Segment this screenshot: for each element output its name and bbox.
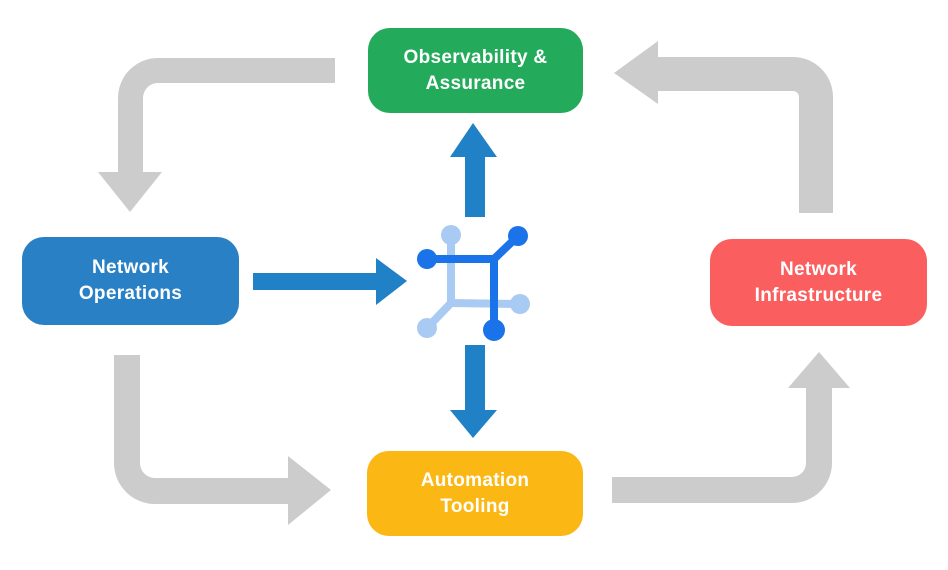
curved-arrow-bottom-right-icon <box>612 352 850 503</box>
flow-arrow-right-icon <box>253 258 407 305</box>
flow-arrow-down-icon <box>450 345 497 438</box>
flow-arrow-up-icon <box>450 123 497 217</box>
observability-assurance-box: Observability & Assurance <box>368 28 583 113</box>
network-infrastructure-box: Network Infrastructure <box>710 239 927 326</box>
curved-arrow-top-right-icon <box>614 41 833 213</box>
automation-tooling-label-line1: Automation <box>420 469 530 491</box>
network-infrastructure-label-line2: Infrastructure <box>754 284 883 306</box>
observability-assurance-label-line1: Observability & <box>403 46 548 68</box>
network-infrastructure-label-line1: Network <box>779 258 858 280</box>
network-operations-box: Network Operations <box>22 237 239 325</box>
network-mesh-icon <box>417 225 530 341</box>
automation-tooling-box: Automation Tooling <box>367 451 583 536</box>
curved-arrow-top-left-icon <box>98 58 335 212</box>
curved-arrow-bottom-left-icon <box>114 355 331 525</box>
automation-tooling-label-line2: Tooling <box>440 495 510 517</box>
observability-assurance-label-line2: Assurance <box>425 72 526 94</box>
network-operations-label-line2: Operations <box>78 283 183 304</box>
network-operations-label-line1: Network <box>91 257 170 278</box>
